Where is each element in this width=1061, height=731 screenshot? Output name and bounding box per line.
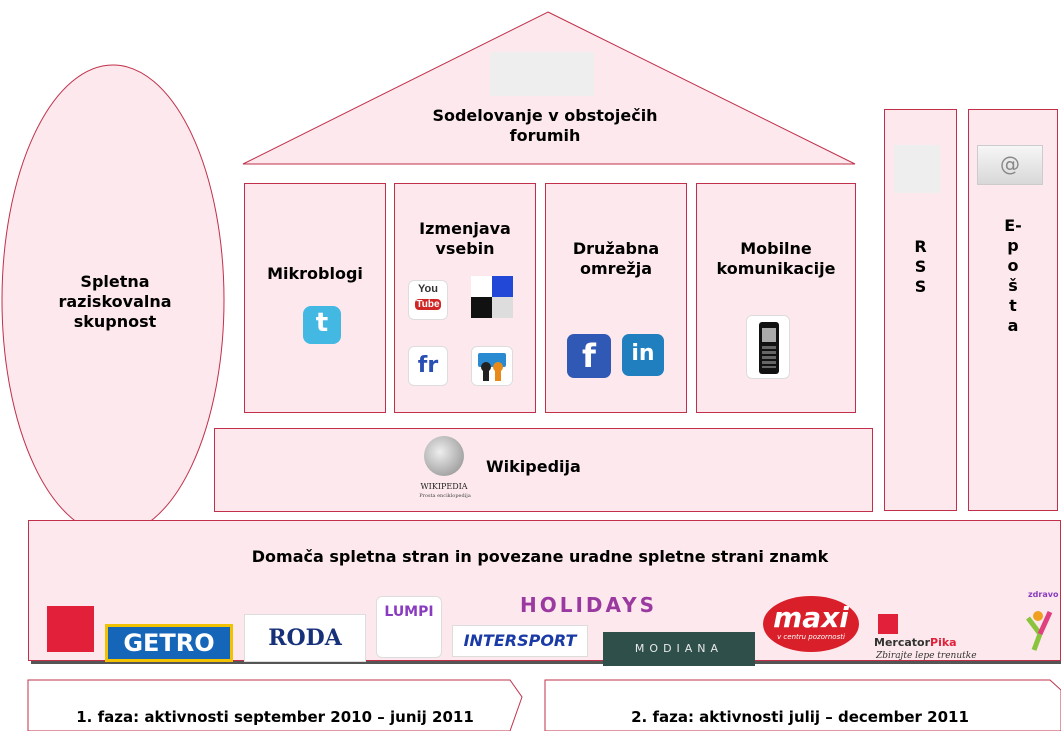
wikipedia-globe-icon bbox=[424, 436, 464, 476]
rss-icon bbox=[894, 145, 940, 193]
delicious-icon bbox=[471, 276, 513, 318]
intersport-logo: INTERSPORT bbox=[452, 625, 588, 657]
phase2-arrow bbox=[544, 679, 1061, 731]
linkedin-icon: in bbox=[622, 334, 664, 376]
wikipedia-logo-subtext: Prosta enciklopedija bbox=[419, 493, 471, 499]
pillar-social-label: Družabna omrežja bbox=[572, 239, 660, 278]
klub-zdravo-logo: zdravo bbox=[1006, 588, 1061, 652]
roof-label: Sodelovanje v obstoječih forumih bbox=[432, 106, 658, 145]
youtube-top-text: You bbox=[418, 283, 438, 295]
getro-logo: GETRO bbox=[105, 624, 233, 662]
mobile-phone-icon bbox=[746, 315, 790, 379]
phase2-label: 2. faza: aktivnosti julij – december 201… bbox=[631, 708, 969, 726]
youtube-bottom-text: Tube bbox=[415, 299, 441, 310]
facebook-icon: f bbox=[567, 334, 611, 378]
pillar-content-label: Izmenjava vsebin bbox=[419, 219, 511, 258]
phase1-arrow bbox=[27, 679, 523, 731]
rss-label: R S S bbox=[914, 237, 927, 296]
pillar-mobile-label: Mobilne komunikacije bbox=[716, 239, 836, 278]
facebook-text: f bbox=[582, 337, 596, 375]
holidays-logo: HOLIDAYS bbox=[520, 593, 657, 617]
slideshare-icon bbox=[471, 346, 513, 386]
flickr-text: fr bbox=[417, 353, 439, 378]
wikipedia-box bbox=[214, 428, 873, 512]
phase1-label: 1. faza: aktivnosti september 2010 – jun… bbox=[76, 708, 474, 726]
lumpi-logo: LUMPI bbox=[376, 596, 442, 658]
wikipedia-logo-text: WIKIPEDIA bbox=[420, 482, 468, 491]
base-label: Domača spletna stran in povezane uradne … bbox=[251, 547, 829, 566]
email-at-text: @ bbox=[1000, 152, 1020, 176]
modiana-logo: MODIANA bbox=[603, 632, 755, 666]
community-label: Spletna raziskovalna skupnost bbox=[58, 272, 172, 331]
pika-subtext: Zbirajte lepe trenutke bbox=[876, 651, 977, 661]
maxi-logo: maxi v centru pozornosti bbox=[763, 596, 859, 652]
mercator-pika-logo: MercatorPika bbox=[874, 636, 957, 649]
pika-mark-icon bbox=[878, 614, 898, 634]
email-label: E- p o š t a bbox=[1004, 216, 1022, 335]
mercator-logo-icon bbox=[47, 606, 94, 652]
twitter-icon: t bbox=[303, 306, 341, 344]
linkedin-text: in bbox=[631, 341, 655, 366]
flickr-icon: fr bbox=[408, 346, 448, 386]
pillar-microblogs-label: Mikroblogi bbox=[267, 264, 363, 283]
roda-logo: RODA bbox=[244, 614, 366, 662]
email-icon: @ bbox=[977, 145, 1043, 185]
roof-placeholder-icon bbox=[490, 52, 594, 96]
maxi-subtext: v centru pozornosti bbox=[777, 633, 845, 641]
wikipedia-label: Wikipedija bbox=[486, 457, 581, 476]
pillar-microblogs bbox=[244, 183, 386, 413]
youtube-icon: You Tube bbox=[408, 280, 448, 320]
